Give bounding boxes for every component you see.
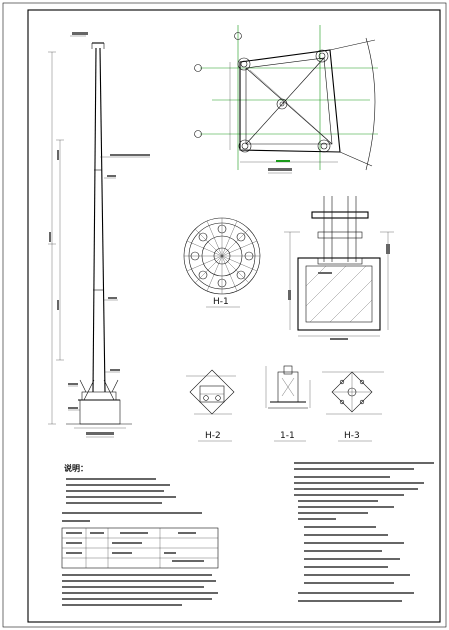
- detail-h2: H-2: [186, 369, 236, 442]
- inner-border: [27, 9, 441, 623]
- pole-elevation: [48, 32, 150, 438]
- section-label-h3: H-3: [344, 431, 360, 441]
- flange-plan-h1: H-1: [183, 217, 261, 308]
- lamp-frame-plan: [194, 25, 378, 174]
- section-label-h1: H-1: [213, 297, 229, 307]
- general-notes: 说明：: [61, 463, 219, 606]
- section-label-h2: H-2: [205, 431, 221, 441]
- installation-notes: [294, 462, 434, 602]
- section-label-1-1: 1-1: [280, 431, 295, 441]
- detail-h3: H-3: [322, 371, 384, 442]
- detail-1-1: 1-1: [265, 365, 311, 442]
- foundation-section: [284, 196, 394, 340]
- notes-header: 说明：: [64, 463, 88, 473]
